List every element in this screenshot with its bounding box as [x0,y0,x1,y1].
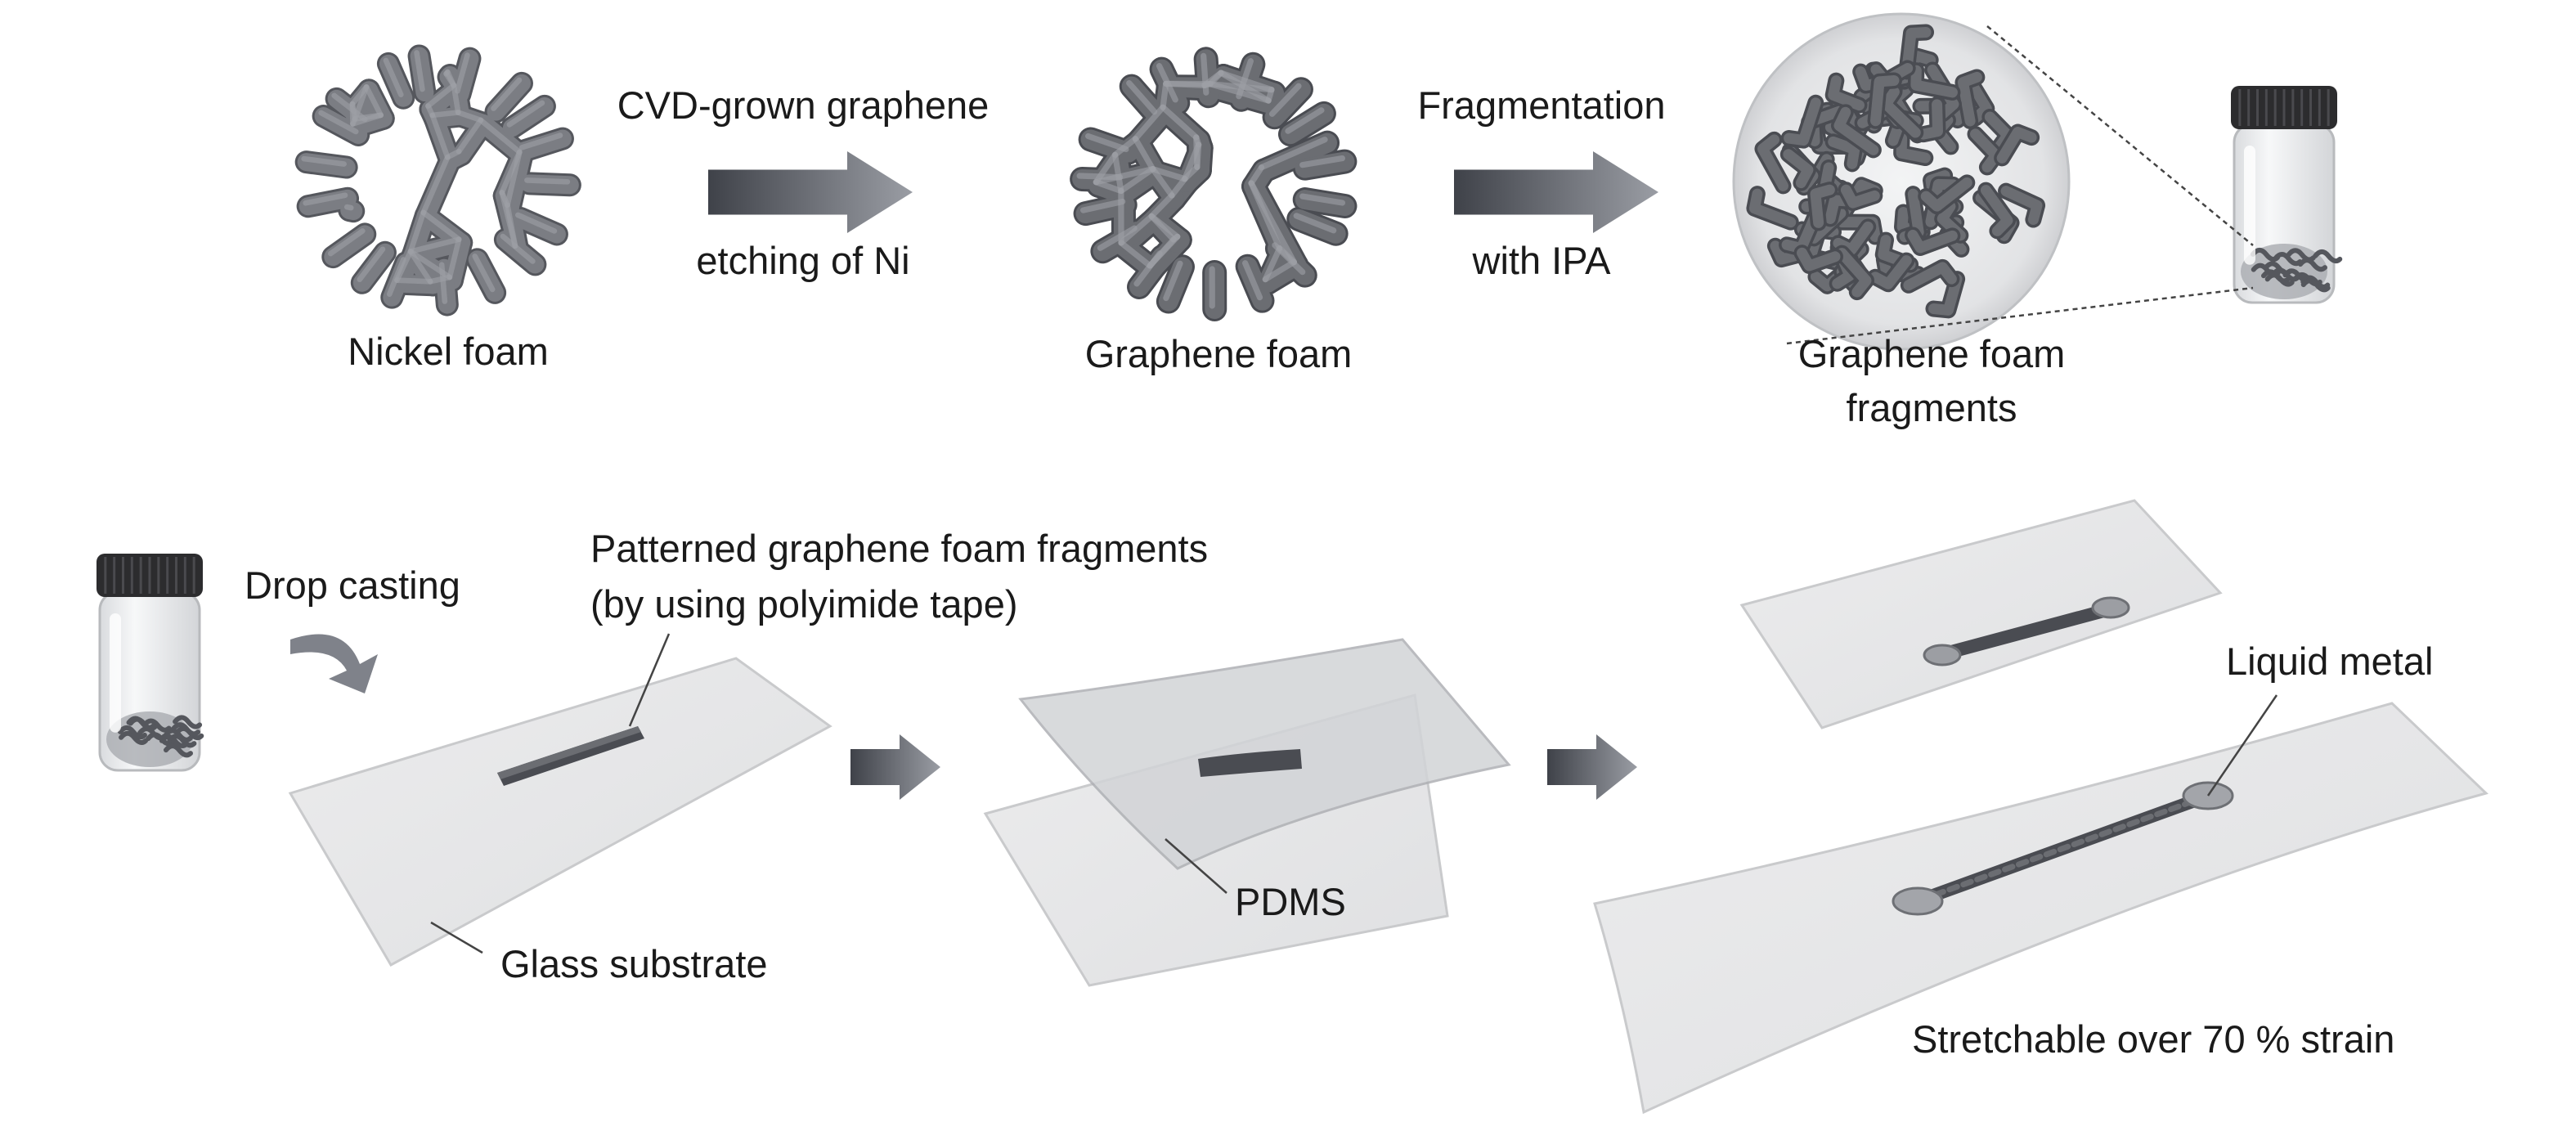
fragments-magnified-icon [1732,12,2071,351]
fragments-label-line1: Graphene foam [1797,332,2066,375]
top-process-arrows [708,151,1658,233]
glass-substrate-label: Glass substrate [500,942,768,985]
patterned-label-line2: (by using polyimide tape) [590,582,1018,626]
graphene-foam-icon [1070,47,1358,321]
nickel-foam-label: Nickel foam [348,330,549,373]
stretchable-label: Stretchable over 70 % strain [1912,1017,2395,1061]
bottom-process-arrows [850,734,1637,800]
vial-icon [2231,86,2343,304]
fragments-label-line2: fragments [1846,386,2017,429]
curved-arrow-icon [290,634,378,693]
step2-label-above: Fragmentation [1417,83,1666,127]
sensor-device-icon [1593,499,2488,1115]
drop-casting-label: Drop casting [245,563,460,607]
step1-label-above: CVD-grown graphene [617,83,990,127]
nickel-foam-icon [294,44,581,316]
pdms-label: PDMS [1235,880,1346,923]
vial-icon [96,554,204,772]
glass-substrate-icon [288,657,832,967]
liquid-metal-label: Liquid metal [2226,640,2434,683]
pdms-film-icon [983,638,1511,987]
step2-label-below: with IPA [1472,239,1611,282]
leader-lines [430,25,2278,954]
graphene-foam-label: Graphene foam [1084,332,1353,375]
patterned-label-line1: Patterned graphene foam fragments [590,527,1209,570]
step1-label-below: etching of Ni [696,239,910,282]
